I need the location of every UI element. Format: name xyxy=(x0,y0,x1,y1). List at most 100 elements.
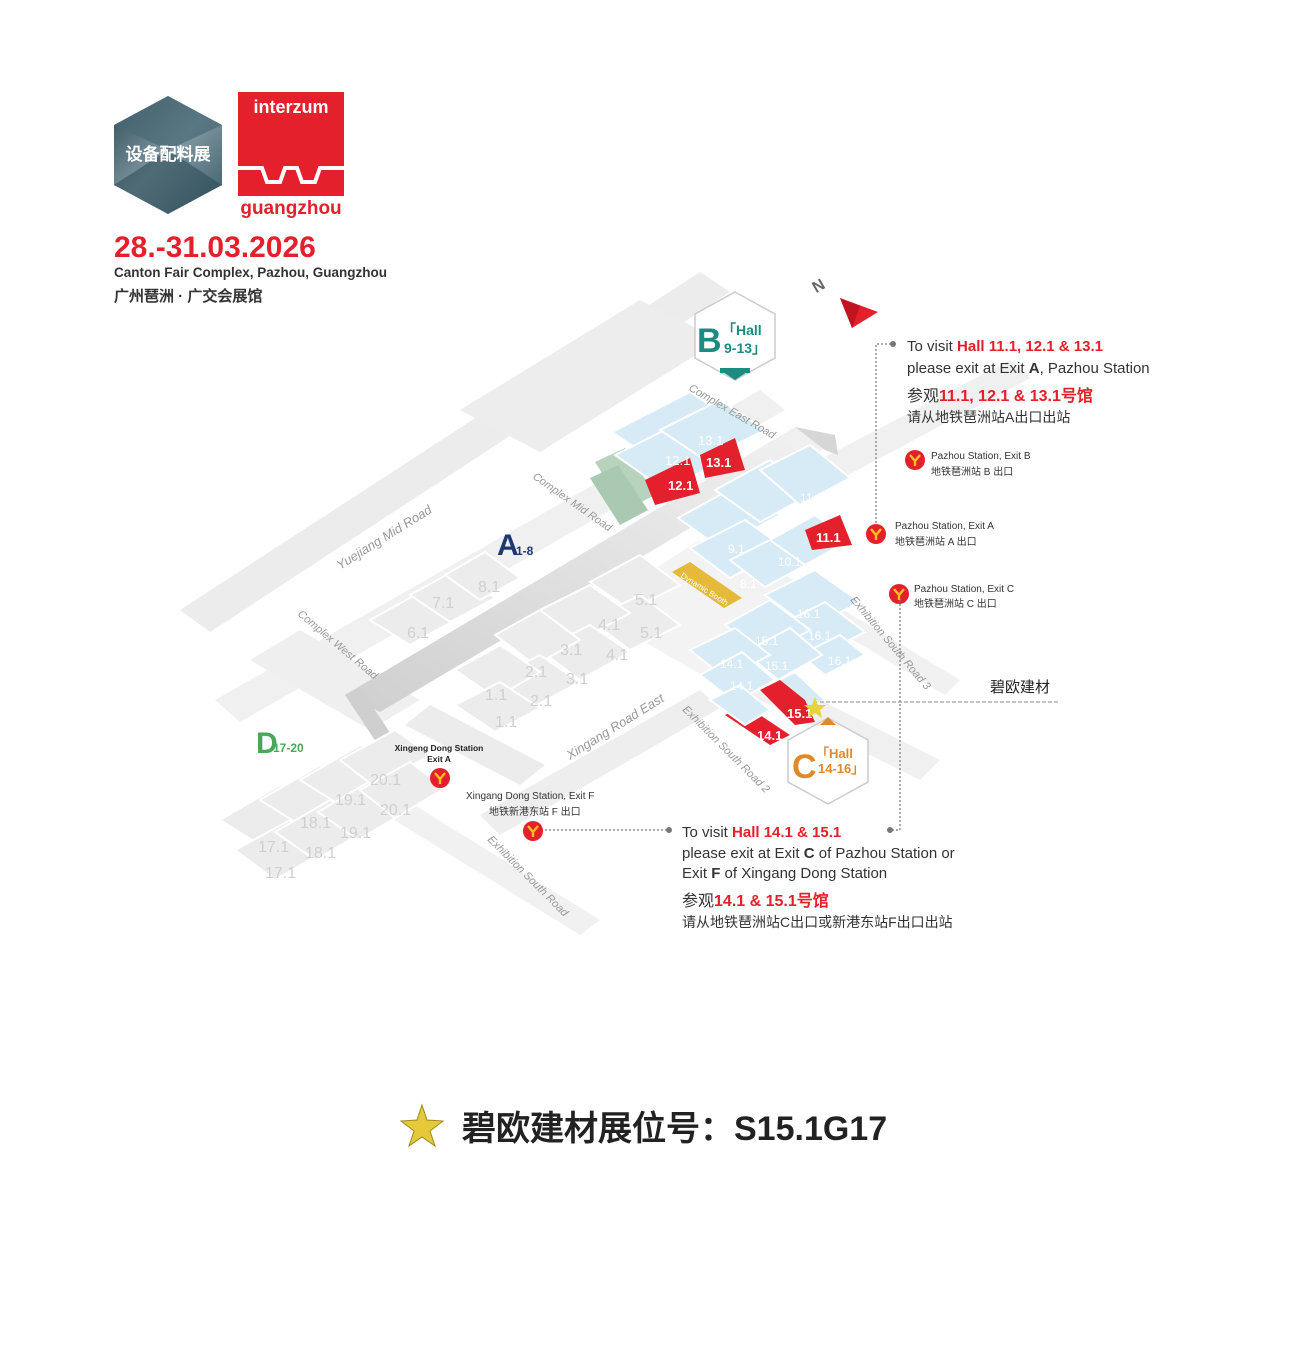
metro-station-xd-f: Xingang Dong Station, Exit F 地铁新港东站 F 出口 xyxy=(466,791,594,843)
connector-lines xyxy=(545,343,901,831)
svg-text:C: C xyxy=(792,748,817,786)
hall-label: 11.1 xyxy=(816,530,841,545)
svg-text:Exit A: Exit A xyxy=(427,754,451,764)
svg-text:A: A xyxy=(497,529,519,562)
central-axis xyxy=(345,427,830,712)
svg-text:17-20: 17-20 xyxy=(273,741,304,755)
hall-label: 19.1 xyxy=(340,825,371,842)
metro-station-xd-a: Xingeng Dong Station Exit A xyxy=(395,743,484,790)
svg-text:请从地铁琶洲站C出口或新港东站F出口出站: 请从地铁琶洲站C出口或新港东站F出口出站 xyxy=(682,914,953,930)
hall-label: 17.1 xyxy=(265,865,296,882)
hall-label: 16.1 xyxy=(828,654,852,668)
hall-label: 3.1 xyxy=(560,642,582,659)
hall-label: 12.1 xyxy=(668,478,693,493)
hall-label: 18.1 xyxy=(305,845,336,862)
metro-icon xyxy=(521,819,545,843)
hall-label: 5.1 xyxy=(635,592,657,609)
hall-label: 13.1 xyxy=(698,433,723,448)
area-a-halls: 6.1 7.1 8.1 5.1 5.1 4.1 4.1 3.1 3.1 2.1 … xyxy=(368,550,682,734)
hex-logo-text: 设备配料展 xyxy=(126,144,211,164)
venue-cn: 广州琶洲 · 广交会展馆 xyxy=(114,287,262,305)
hall-label: 5.1 xyxy=(640,625,662,642)
star-icon xyxy=(399,1103,445,1148)
hall-label: 16.1 xyxy=(808,629,832,643)
hall-label: 20.1 xyxy=(370,772,401,789)
metro-icon xyxy=(864,522,888,546)
area-c-halls: 14.1 15.1 14.1 14.1 15.1 15.1 16.1 16.1 … xyxy=(688,568,867,745)
hall-label: 2.1 xyxy=(525,664,547,681)
zone-a-marker: A 1-8 xyxy=(497,529,534,562)
svg-text:D: D xyxy=(256,727,278,760)
svg-text:Pazhou Station, Exit C: Pazhou Station, Exit C xyxy=(914,584,1014,595)
zone-b-marker: B 「Hall 9-13」 xyxy=(694,291,776,381)
hall-label: 1.1 xyxy=(485,687,507,704)
svg-text:1-8: 1-8 xyxy=(516,544,534,558)
hall-label: 10.1 xyxy=(778,555,802,569)
svg-text:Exit F of Xingang Dong Station: Exit F of Xingang Dong Station xyxy=(682,865,887,882)
hall-label: 9.1 xyxy=(728,542,745,556)
hall-label: 17.1 xyxy=(258,839,289,856)
hall-label: 10.1 xyxy=(762,519,786,533)
company-label: 碧欧建材 xyxy=(990,679,1050,696)
zone-c-marker: C 「Hall 14-16」 xyxy=(787,717,869,805)
metro-station-exit-a: Pazhou Station, Exit A 地铁琶洲站 A 出口 xyxy=(864,521,994,548)
svg-text:To visit Hall 11.1, 12.1 & 13.: To visit Hall 11.1, 12.1 & 13.1 xyxy=(907,338,1103,355)
hall-label: 13.1 xyxy=(706,455,731,470)
hall-label: 20.1 xyxy=(380,802,411,819)
hall-label: 4.1 xyxy=(606,647,628,664)
hall-label: 14.1 xyxy=(730,679,754,693)
hall-label: 7.1 xyxy=(432,595,454,612)
svg-text:「Hall: 「Hall xyxy=(816,746,853,761)
svg-text:Pazhou Station, Exit B: Pazhou Station, Exit B xyxy=(931,451,1031,462)
hall-label: 1.1 xyxy=(495,714,517,731)
hall-label: 11.1 xyxy=(800,491,823,505)
svg-text:14-16」: 14-16」 xyxy=(818,761,864,776)
hall-label: 14.1 xyxy=(757,728,782,743)
svg-text:9-13」: 9-13」 xyxy=(724,340,766,356)
metro-icon xyxy=(428,766,452,790)
compass-letter: N xyxy=(810,276,829,297)
metro-station-exit-b: Pazhou Station, Exit B 地铁琶洲站 B 出口 xyxy=(903,448,1031,478)
hall-label: 14.1 xyxy=(720,657,744,671)
metro-icon xyxy=(887,582,911,606)
metro-icon xyxy=(903,448,927,472)
hall-label: 18.1 xyxy=(300,815,331,832)
booth-footer: 碧欧建材展位号：S15.1G17 xyxy=(399,1103,887,1148)
brand-block: 设备配料展 interzum guangzhou 28.-31.03.2026 … xyxy=(114,92,387,305)
hall-label: 15.1 xyxy=(787,706,812,721)
svg-text:please exit at Exit C of Pazho: please exit at Exit C of Pazhou Station … xyxy=(682,845,955,862)
hall-label: 2.1 xyxy=(530,693,552,710)
svg-text:请从地铁琶洲站A出口出站: 请从地铁琶洲站A出口出站 xyxy=(907,409,1070,425)
svg-text:参观14.1 & 15.1号馆: 参观14.1 & 15.1号馆 xyxy=(682,891,829,910)
hall-label: 15.1 xyxy=(755,634,779,648)
booth-number: 碧欧建材展位号：S15.1G17 xyxy=(462,1110,887,1148)
hall-label: 16.1 xyxy=(797,607,821,621)
interzum-logo xyxy=(238,92,344,196)
venue-en: Canton Fair Complex, Pazhou, Guangzhou xyxy=(114,265,387,280)
svg-text:B: B xyxy=(697,322,722,360)
hall-label: 3.1 xyxy=(566,671,588,688)
hall-label: 19.1 xyxy=(335,792,366,809)
svg-text:Xingang Dong Station, Exit F: Xingang Dong Station, Exit F xyxy=(466,791,594,802)
interzum-word: interzum xyxy=(253,97,328,117)
city-word: guangzhou xyxy=(240,198,341,219)
dynamic-booth xyxy=(672,562,742,608)
metro-station-exit-c: Pazhou Station, Exit C 地铁琶洲站 C 出口 xyxy=(887,582,1014,610)
booth-star-icon xyxy=(804,697,826,718)
svg-text:Pazhou Station, Exit A: Pazhou Station, Exit A xyxy=(895,521,994,532)
compass: N xyxy=(810,276,878,328)
svg-text:地铁琶洲站 C 出口: 地铁琶洲站 C 出口 xyxy=(914,597,997,610)
hall-label: 15.1 xyxy=(765,659,789,673)
hall-label: 6.1 xyxy=(407,625,429,642)
interzum-mark-icon xyxy=(238,166,344,184)
svg-text:「Hall: 「Hall xyxy=(722,322,762,338)
svg-text:To visit Hall 14.1 & 15.1: To visit Hall 14.1 & 15.1 xyxy=(682,824,841,841)
note-hall-c: To visit Hall 14.1 & 15.1 please exit at… xyxy=(682,824,955,930)
svg-text:地铁琶洲站 A 出口: 地铁琶洲站 A 出口 xyxy=(895,535,977,548)
svg-text:地铁新港东站 F 出口: 地铁新港东站 F 出口 xyxy=(489,805,581,818)
svg-text:please exit at Exit A, Pazhou: please exit at Exit A, Pazhou Station xyxy=(907,360,1150,377)
svg-text:地铁琶洲站 B 出口: 地铁琶洲站 B 出口 xyxy=(931,465,1013,478)
note-hall-b: To visit Hall 11.1, 12.1 & 13.1 please e… xyxy=(907,338,1150,425)
svg-text:Xingeng Dong Station: Xingeng Dong Station xyxy=(395,743,484,753)
